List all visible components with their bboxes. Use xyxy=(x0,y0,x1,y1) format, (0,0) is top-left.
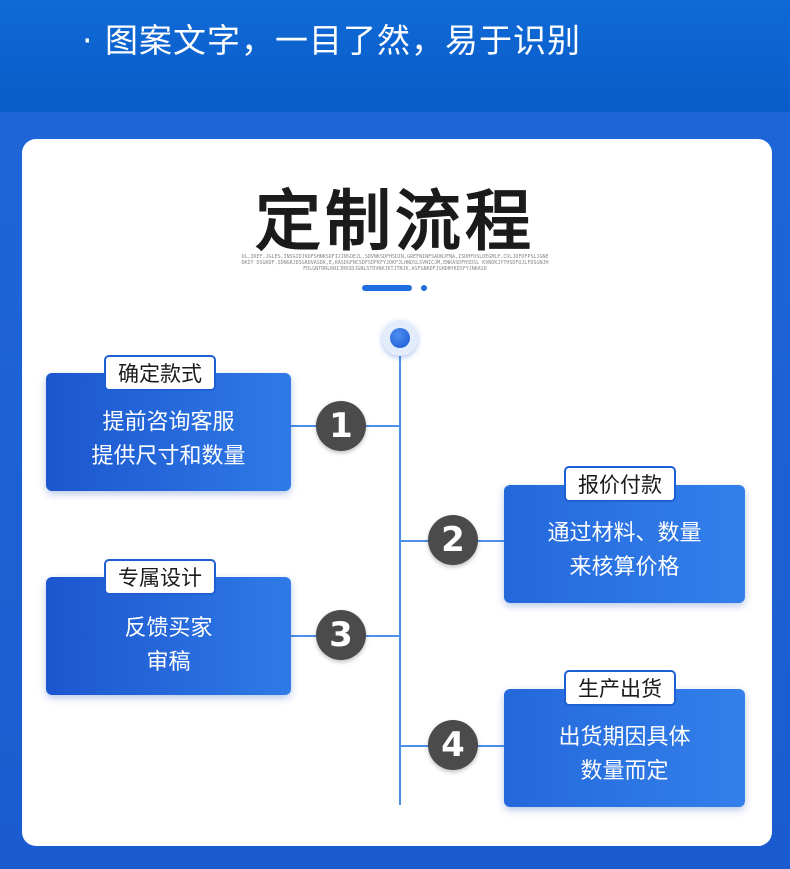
timeline-line xyxy=(399,340,401,805)
step4-tag: 生产出货 xyxy=(564,670,676,706)
step3-box: 反馈买家 审稿 xyxy=(46,577,291,695)
decor-dot xyxy=(421,285,427,291)
banner-text: · 图案文字，一目了然，易于识别 xyxy=(82,21,581,60)
decor-bar xyxy=(362,285,412,291)
timeline-head-icon xyxy=(382,320,418,356)
step4-line1: 出货期因具体 xyxy=(558,725,691,750)
step1-line2: 提供尺寸和数量 xyxy=(91,444,246,469)
step3-number: 3 xyxy=(316,610,366,660)
step2-line1: 通过材料、数量 xyxy=(547,521,702,546)
step1-box: 提前咨询客服 提供尺寸和数量 xyxy=(46,373,291,491)
step1-line1: 提前咨询客服 xyxy=(102,410,235,435)
step1-tag: 确定款式 xyxy=(104,355,216,391)
section-title: 定制流程 xyxy=(255,183,535,260)
step3-tag: 专属设计 xyxy=(104,559,216,595)
step2-tag: 报价付款 xyxy=(564,466,676,502)
step2-box: 通过材料、数量 来核算价格 xyxy=(504,485,745,603)
step4-box: 出货期因具体 数量而定 xyxy=(504,689,745,807)
step3-line1: 反馈买家 xyxy=(124,616,213,641)
step2-line2: 来核算价格 xyxy=(569,555,680,580)
step2-number: 2 xyxy=(428,515,478,565)
step3-line2: 审稿 xyxy=(146,650,191,675)
step1-number: 1 xyxy=(316,401,366,451)
top-banner: · 图案文字，一目了然，易于识别 xyxy=(0,0,790,112)
section-subtitle: OL,IKEF,JGLES,INSGIDJKDFSHNKSDFIJINSOEJL… xyxy=(241,254,549,272)
step4-number: 4 xyxy=(428,720,478,770)
step4-line2: 数量而定 xyxy=(580,759,669,784)
